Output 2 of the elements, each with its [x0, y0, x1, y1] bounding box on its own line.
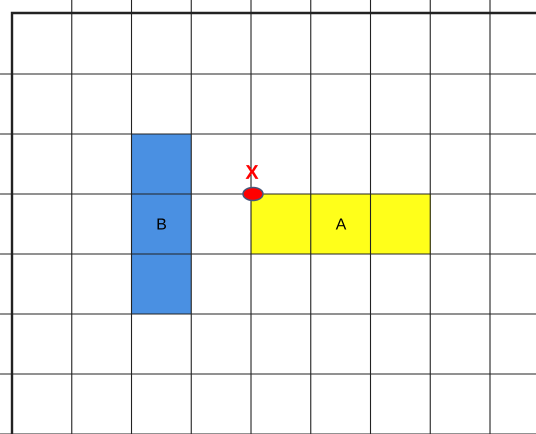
- shaded-block: A: [251, 194, 431, 254]
- shaded-block: B: [132, 134, 191, 314]
